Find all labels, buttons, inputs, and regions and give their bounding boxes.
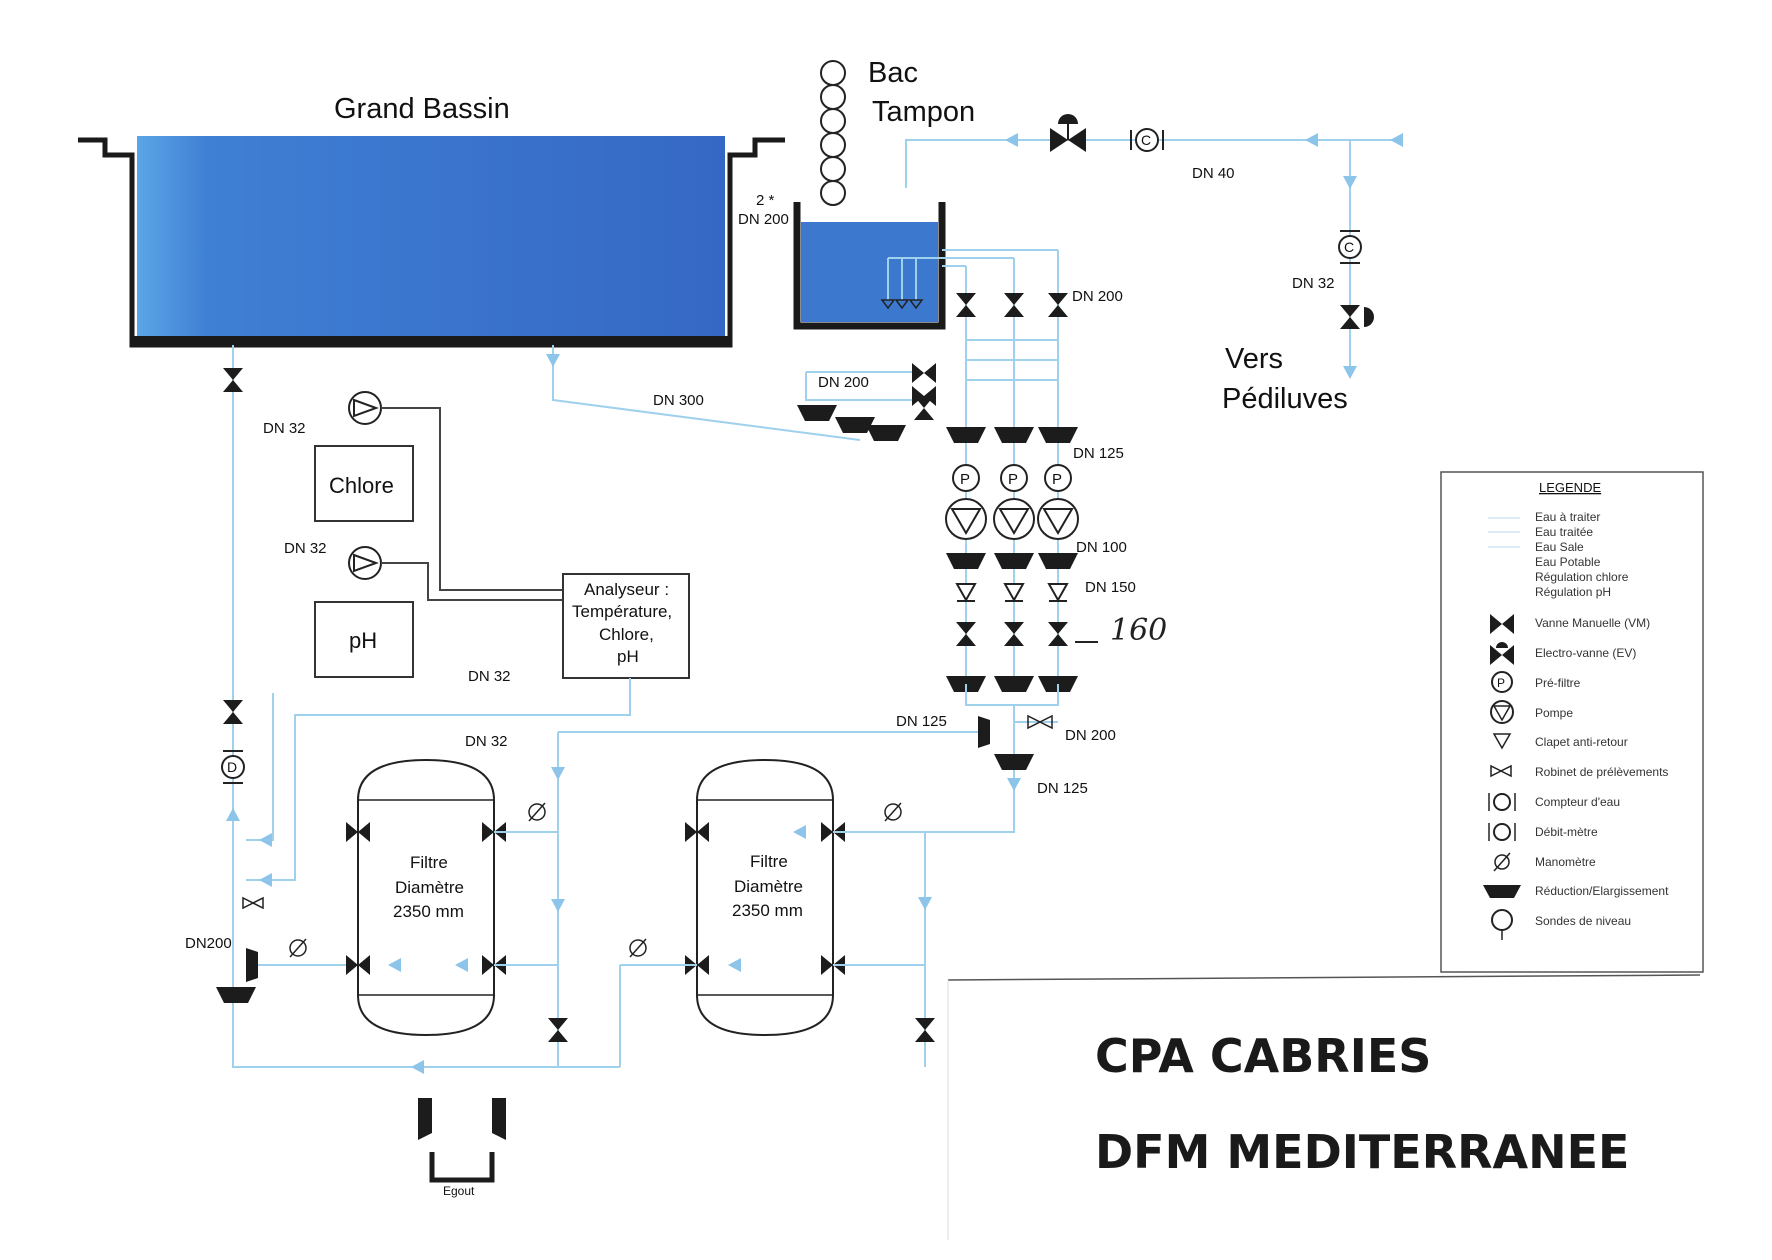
- svg-text:C: C: [1344, 239, 1354, 255]
- chlore-label: Chlore: [329, 473, 394, 498]
- svg-text:P: P: [1497, 676, 1505, 690]
- legend-symbol-10: Sondes de niveau: [1535, 914, 1631, 928]
- tampon-outlets: [942, 249, 1058, 267]
- dn100-label: DN 100: [1076, 539, 1127, 556]
- dn200-c-label: DN 200: [1065, 727, 1116, 744]
- water-meter-pediluve: C: [1338, 230, 1362, 264]
- legend-symbol-6: Compteur d'eau: [1535, 795, 1620, 809]
- sample-tap-left: [242, 896, 264, 910]
- legend-symbol-8: Manomètre: [1535, 855, 1596, 869]
- filter1-line-2: Diamètre: [395, 878, 464, 897]
- filter2-side-pipes: [619, 831, 926, 1067]
- two-star-label: 2 *: [756, 192, 775, 209]
- dn125-b-label: DN 125: [896, 713, 947, 730]
- electro-valve-top: [1050, 114, 1086, 152]
- filter2-line-1: Filtre: [750, 852, 788, 871]
- svg-text:P: P: [1008, 471, 1018, 488]
- svg-text:C: C: [1141, 132, 1151, 148]
- legend-symbol-2: Pré-filtre: [1535, 676, 1581, 690]
- dn200-top-label: DN 200: [1072, 288, 1123, 305]
- legend-symbol-9: Réduction/Elargissement: [1535, 884, 1669, 898]
- bac-tampon-outline: [793, 202, 946, 330]
- manometer-f2-bottom: [629, 938, 647, 958]
- manometer-f2: [884, 802, 902, 822]
- svg-text:P: P: [1052, 471, 1062, 488]
- svg-text:D: D: [227, 759, 237, 775]
- legend-symbol-0: Vanne Manuelle (VM): [1535, 616, 1650, 630]
- dn300-label: DN 300: [653, 392, 704, 409]
- legend-line-4: Régulation chlore: [1535, 570, 1629, 584]
- analyser-return-pipe: [246, 693, 274, 841]
- brand-line-2: DFM MEDITERRANEE: [1095, 1125, 1629, 1179]
- legend-line-0: Eau à traiter: [1535, 510, 1600, 524]
- filter1-line-1: Filtre: [410, 853, 448, 872]
- legend-symbol-7: Débit-mètre: [1535, 825, 1598, 839]
- dn300-pipe: [552, 345, 861, 441]
- filter2-feed-pipe: [860, 770, 1015, 833]
- analyser-line-3: Chlore,: [599, 625, 654, 644]
- ph-tank: [314, 601, 414, 678]
- level-probes: [880, 257, 942, 310]
- dn32-pediluve-label: DN 32: [1292, 275, 1335, 292]
- analyser-line-2: Température,: [572, 602, 672, 621]
- legend-line-3: Eau Potable: [1535, 555, 1601, 569]
- legend-symbol-1: Electro-vanne (EV): [1535, 646, 1636, 660]
- egout-drain: [418, 1098, 506, 1183]
- electro-valve-pediluve: [1340, 305, 1374, 329]
- sample-tap-collector: [1027, 714, 1053, 730]
- handwritten-note: 160: [1110, 613, 1167, 648]
- grand-bassin-water: [137, 136, 725, 338]
- level-sensors: [820, 60, 846, 206]
- filter-1: [357, 758, 495, 1037]
- dn32-ph-label: DN 32: [284, 540, 327, 557]
- chlore-tank: [314, 445, 414, 522]
- dn200-left-label: DN200: [185, 935, 232, 952]
- filter2-line-2: Diamètre: [734, 877, 803, 896]
- dn200-mid-label: DN 200: [818, 374, 869, 391]
- main-return-pipe: [232, 345, 620, 1068]
- vers-label-1: Vers: [1225, 343, 1283, 375]
- dn32-filtre-label: DN 32: [465, 733, 508, 750]
- water-meter-top: C: [1130, 128, 1164, 152]
- manifold: [797, 363, 936, 441]
- potable-water-pipe: [905, 139, 1400, 188]
- dn125-a-label: DN 125: [1073, 445, 1124, 462]
- collector-left-pipe: [558, 721, 1058, 733]
- brand-line-1: CPA CABRIES: [1095, 1029, 1431, 1083]
- flowmeter-left: D: [221, 750, 245, 784]
- manometer-f1: [528, 802, 546, 822]
- legend-symbol-5: Robinet de prélèvements: [1535, 765, 1668, 779]
- filter2-line-3: 2350 mm: [732, 901, 803, 920]
- legend-title: LEGENDE: [1539, 480, 1601, 495]
- legend-line-5: Régulation pH: [1535, 585, 1611, 599]
- dn32-analyser-label: DN 32: [468, 668, 511, 685]
- analyser-box: [562, 573, 690, 679]
- legend-symbol-3: Pompe: [1535, 706, 1573, 720]
- egout-label: Egout: [443, 1184, 475, 1198]
- filter-2: [696, 758, 834, 1037]
- filter1-line-3: 2350 mm: [393, 902, 464, 921]
- filter1-side-pipes: [494, 831, 558, 966]
- bac-tampon-title-1: Bac: [868, 57, 918, 89]
- legend-line-1: Eau traitée: [1535, 525, 1593, 539]
- grand-bassin-title: Grand Bassin: [334, 93, 510, 125]
- bac-tampon-title-2: Tampon: [872, 96, 975, 128]
- dn150-label: DN 150: [1085, 579, 1136, 596]
- ph-label: pH: [349, 628, 377, 653]
- svg-text:P: P: [960, 471, 970, 488]
- manometer-left: [289, 938, 307, 958]
- legend: LEGENDE Eau à traiter Eau traitée Eau Sa…: [1440, 471, 1704, 973]
- analyser-line-4: pH: [617, 647, 639, 666]
- dn200-bassin-label: DN 200: [738, 211, 789, 228]
- dn40-label: DN 40: [1192, 165, 1235, 182]
- analyser-line-1: Analyseur :: [584, 580, 669, 599]
- dn32-chlore-label: DN 32: [263, 420, 306, 437]
- dn125-c-label: DN 125: [1037, 780, 1088, 797]
- legend-symbol-4: Clapet anti-retour: [1535, 735, 1628, 749]
- dosing-signal-lines: [381, 407, 565, 601]
- legend-line-2: Eau Sale: [1535, 540, 1584, 554]
- vers-label-2: Pédiluves: [1222, 383, 1348, 415]
